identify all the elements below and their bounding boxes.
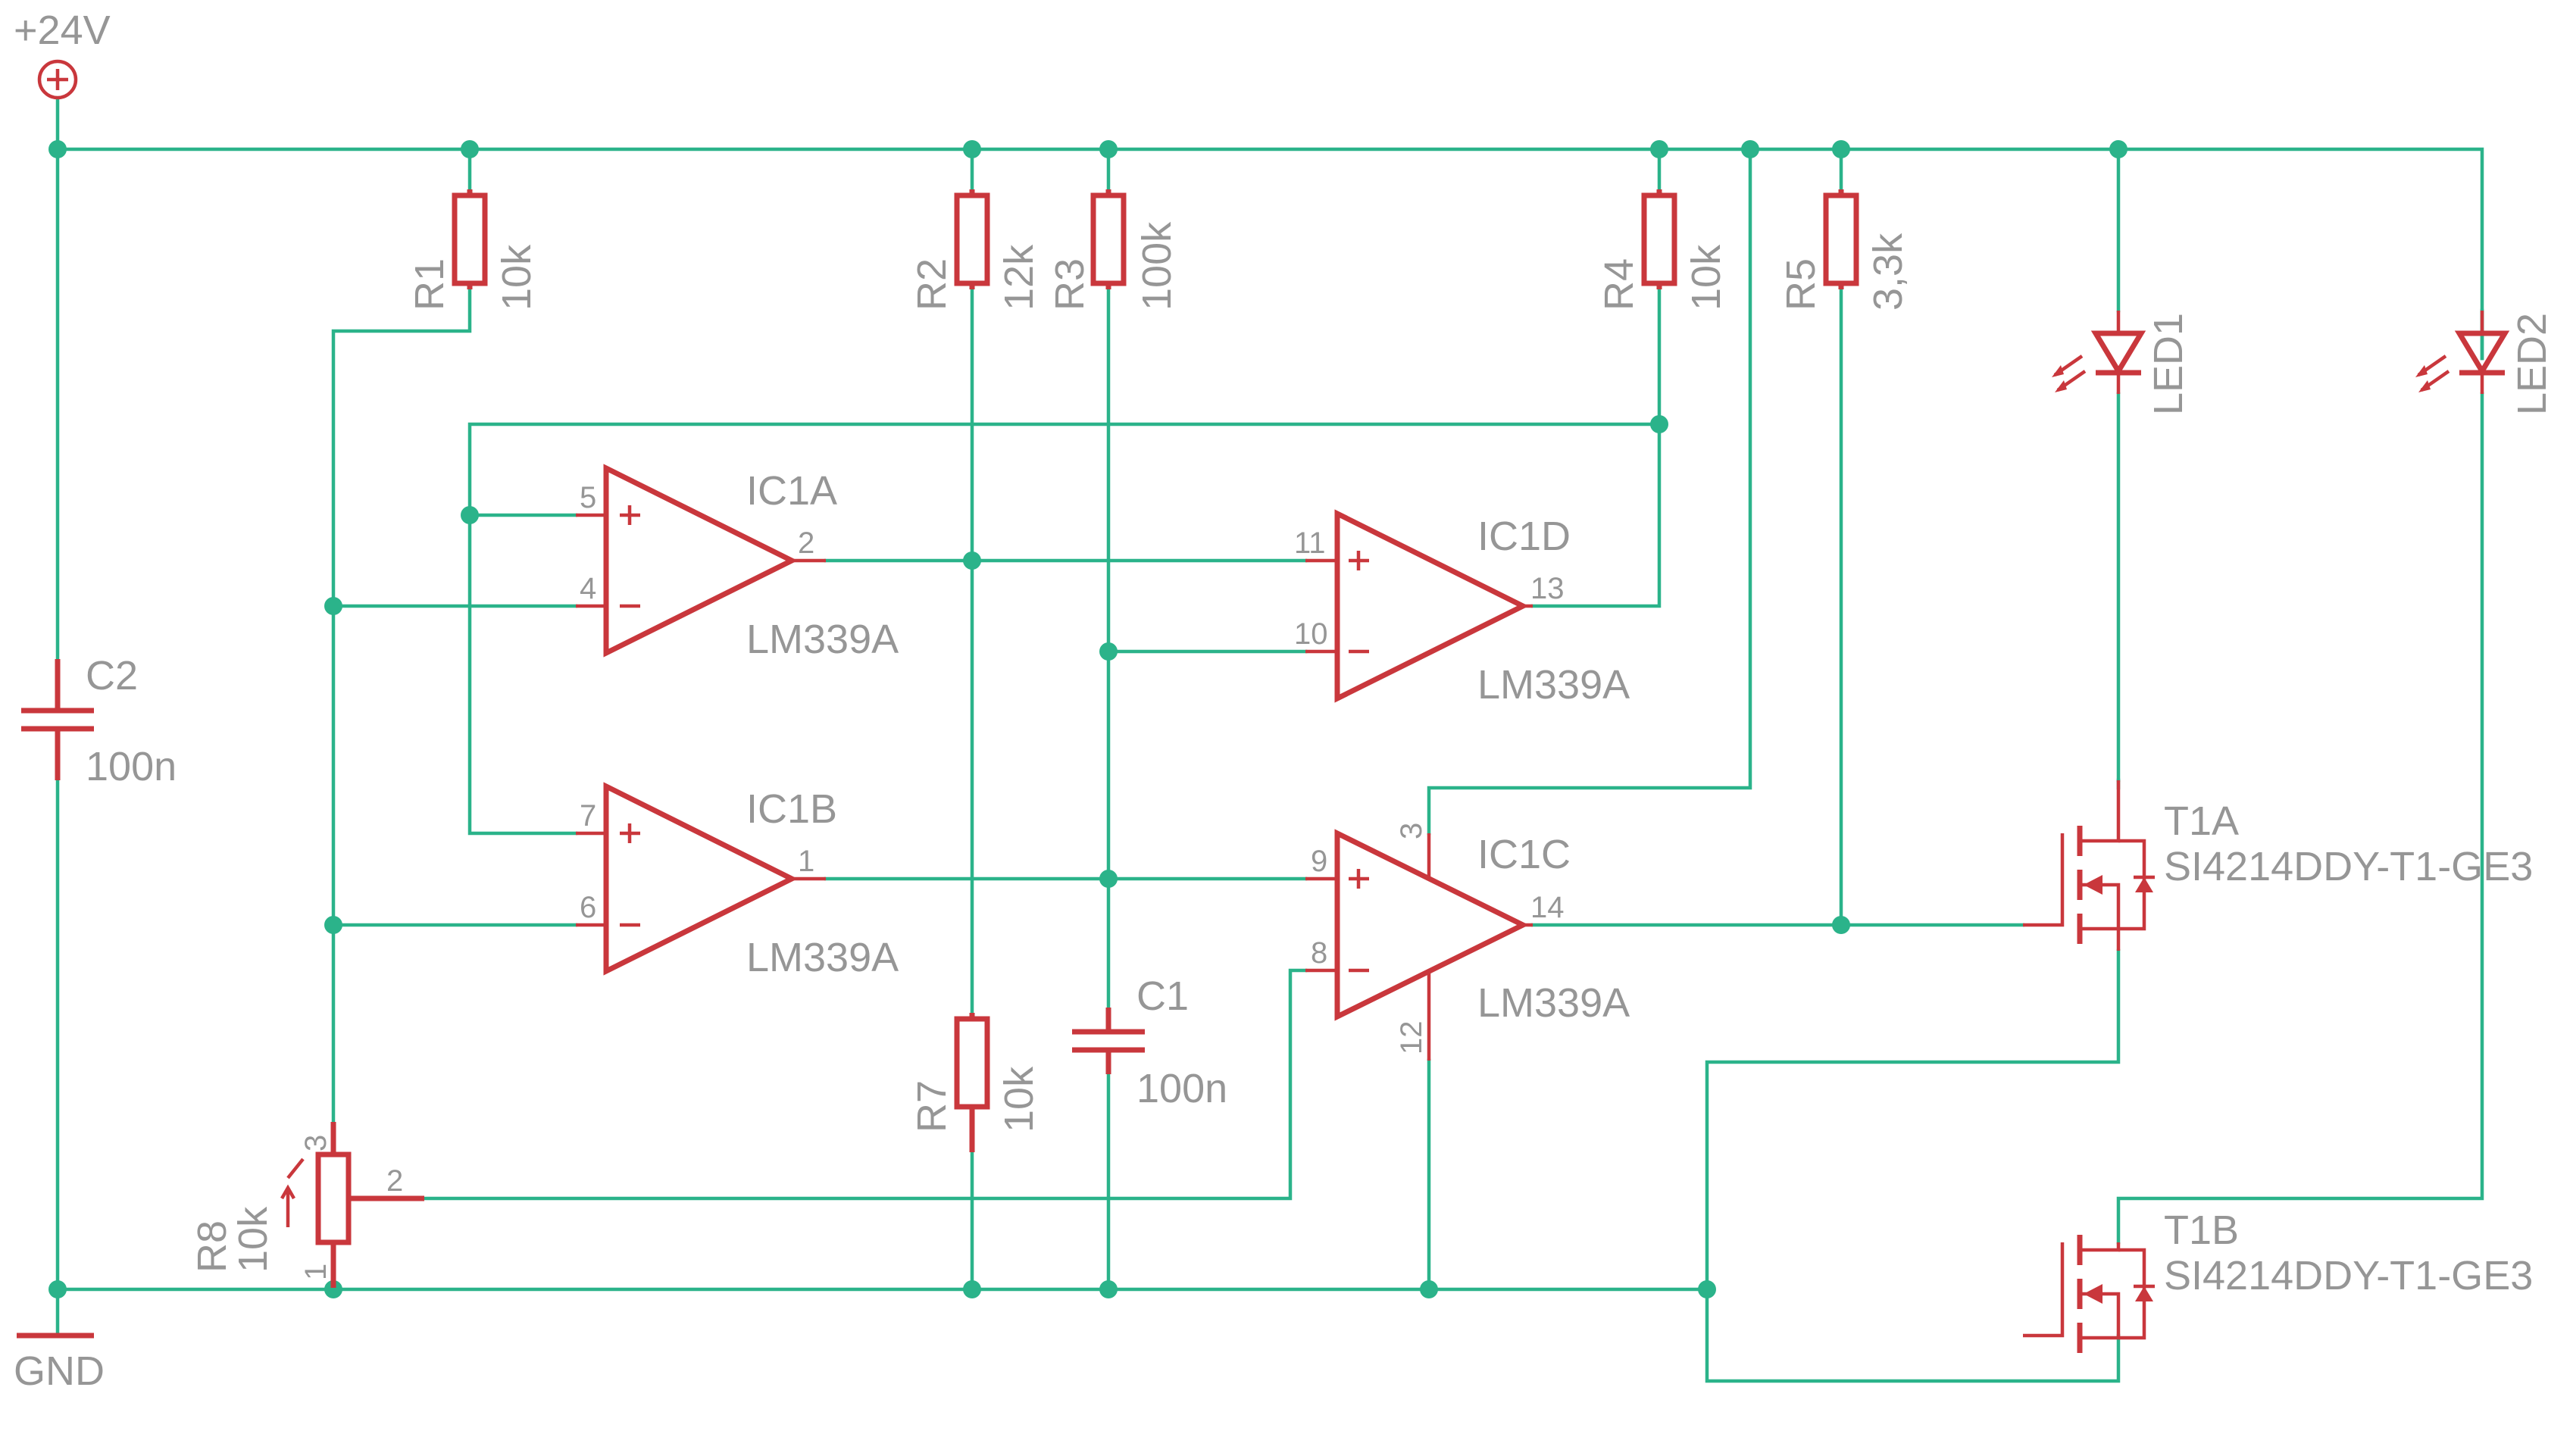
svg-text:1: 1 [299,1264,333,1280]
resistor-r7: R7 10k [909,1013,1042,1152]
svg-text:IC1B: IC1B [746,786,837,832]
mosfet-t1a: T1A SI4214DDY-T1-GE3 [2023,780,2533,951]
junctions [48,140,2127,1298]
svg-text:SI4214DDY-T1-GE3: SI4214DDY-T1-GE3 [2164,844,2533,889]
svg-text:T1A: T1A [2164,798,2239,844]
capacitor-c2: C2 100n [21,653,177,789]
pot-value: 10k [230,1206,276,1273]
svg-text:6: 6 [580,891,596,924]
resistor-r4: R4 10k [1596,189,1729,311]
svg-text:4: 4 [580,572,596,605]
supply-label: +24V [14,8,111,53]
svg-text:LM339A: LM339A [746,617,899,662]
svg-text:10k: 10k [1684,244,1729,311]
svg-text:1: 1 [798,845,814,878]
resistor-r5: R5 3,3k [1778,189,1911,311]
led1: LED1 [2052,311,2191,415]
svg-text:8: 8 [1311,936,1327,970]
comparator-ic1a: IC1A LM339A 5 4 2 [576,464,899,662]
resistor-r3: R3 100k [1047,189,1180,311]
svg-text:2: 2 [798,526,814,560]
ground-symbol: GND [14,1333,105,1394]
svg-text:3: 3 [1395,823,1428,839]
svg-text:R2: R2 [909,258,955,311]
svg-text:LM339A: LM339A [1477,980,1630,1026]
capacitor-c1: C1 100n [1072,973,1227,1111]
svg-text:IC1C: IC1C [1477,832,1571,877]
potentiometer-r8: R8 10k 3 2 1 [189,1122,424,1288]
svg-text:R5: R5 [1778,258,1824,311]
comparator-ic1b: IC1B LM339A 7 6 1 [576,782,899,980]
svg-text:100n: 100n [86,744,177,789]
svg-text:R7: R7 [909,1080,955,1133]
svg-text:3: 3 [299,1135,333,1151]
ground-label: GND [14,1348,105,1394]
svg-text:13: 13 [1530,572,1565,605]
svg-text:100k: 100k [1134,221,1180,311]
resistor-r1: R1 10k [407,189,539,311]
svg-text:14: 14 [1530,891,1565,924]
supply-symbol: +24V [14,8,111,100]
svg-text:C2: C2 [86,653,138,698]
svg-text:9: 9 [1311,845,1327,878]
svg-text:IC1A: IC1A [746,468,837,514]
svg-text:11: 11 [1294,526,1326,560]
svg-text:LED2: LED2 [2509,313,2555,415]
comparator-ic1d: IC1D LM339A 11 10 13 [1294,509,1630,708]
svg-text:SI4214DDY-T1-GE3: SI4214DDY-T1-GE3 [2164,1253,2533,1298]
comparator-ic1c: IC1C LM339A 9 8 14 3 12 [1305,823,1630,1061]
svg-text:12k: 12k [996,244,1042,311]
svg-text:LM339A: LM339A [746,935,899,980]
svg-text:LM339A: LM339A [1477,662,1630,708]
svg-text:7: 7 [580,799,596,833]
svg-text:3,3k: 3,3k [1865,233,1911,311]
svg-text:10k: 10k [494,244,539,311]
svg-text:R3: R3 [1047,258,1093,311]
svg-text:2: 2 [386,1164,403,1198]
led2: LED2 [2415,311,2555,415]
mosfet-t1b: T1B SI4214DDY-T1-GE3 [2023,1208,2533,1353]
svg-text:LED1: LED1 [2146,313,2191,415]
svg-text:5: 5 [580,481,596,514]
svg-text:IC1D: IC1D [1477,514,1571,559]
svg-text:C1: C1 [1136,973,1189,1019]
svg-text:R1: R1 [407,258,452,311]
svg-text:R4: R4 [1596,258,1642,311]
svg-text:10: 10 [1294,617,1328,651]
svg-text:10k: 10k [996,1066,1042,1133]
pot-name: R8 [189,1220,235,1273]
svg-text:12: 12 [1395,1021,1428,1055]
svg-text:100n: 100n [1136,1066,1227,1111]
svg-text:T1B: T1B [2164,1208,2239,1253]
resistor-r2: R2 12k [909,189,1042,311]
